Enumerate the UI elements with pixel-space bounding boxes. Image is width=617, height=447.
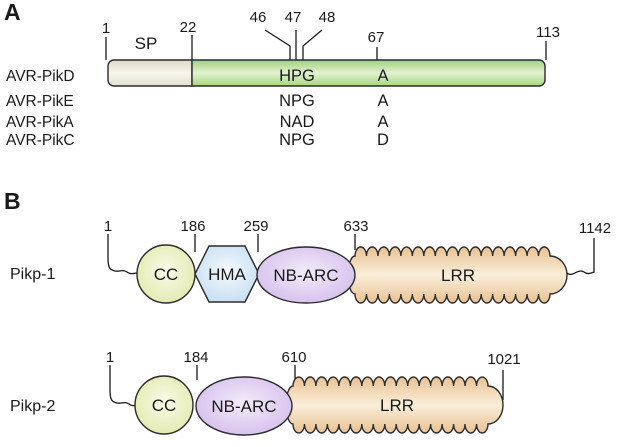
tick-1: 1	[102, 20, 110, 37]
lrr-label-pikp1: LRR	[441, 266, 475, 285]
variant-name-avr-pike: AVR-PikE	[6, 93, 74, 110]
cc-label-pikp2: CC	[152, 396, 177, 415]
tick-48: 48	[319, 9, 336, 26]
sp-domain-label: SP	[135, 34, 158, 53]
residues-46-48-avr-pikd: HPG	[279, 67, 315, 85]
pikp1-tick-259: 259	[243, 218, 268, 235]
residues-46-48-avr-pikc: NPG	[279, 131, 315, 149]
backbone-end-pikp1	[566, 238, 595, 276]
panel-a-label: A	[4, 0, 21, 25]
lrr-label-pikp2: LRR	[380, 396, 414, 415]
sp-domain-box	[107, 59, 193, 87]
tick-67: 67	[368, 29, 385, 46]
lrr-shape-pikp1	[347, 246, 568, 304]
pikp1-tick-1142: 1142	[579, 220, 611, 237]
residue-67-avr-pikc: D	[377, 131, 389, 149]
backbone-start-pikp1	[107, 234, 138, 275]
pikp2-tick-184: 184	[183, 349, 208, 366]
residues-46-48-avr-pike: NPG	[279, 92, 315, 110]
lrr-shape-pikp2	[285, 376, 504, 434]
pikp1-tick-633: 633	[343, 218, 368, 235]
pikp1-tick-1: 1	[104, 218, 112, 235]
cc-shape-pikp2	[134, 375, 194, 435]
pikp1-tick-186: 186	[180, 218, 205, 235]
panel-b-label: B	[4, 188, 21, 214]
residue-67-avr-pike: A	[377, 92, 388, 110]
tick-22: 22	[180, 19, 197, 36]
backbone-start-pikp2	[109, 365, 139, 407]
variant-name-avr-pikd: AVR-PikD	[6, 68, 75, 85]
effector-domain-box	[191, 59, 546, 87]
nbarc-shape-pikp1	[256, 246, 356, 304]
pikp2-tick-1021: 1021	[487, 351, 520, 368]
nbarc-shape-pikp2	[195, 376, 293, 436]
residue-67-avr-pikd: A	[377, 67, 388, 85]
tick-47: 47	[285, 9, 302, 26]
leader-line-46	[264, 29, 291, 60]
cc-label-pikp1: CC	[154, 265, 179, 284]
tick-113: 113	[536, 24, 560, 41]
hma-label-pikp1: HMA	[208, 265, 246, 284]
nbarc-label-pikp1: NB-ARC	[273, 266, 338, 285]
protein-name-pikp2: Pikp-2	[10, 398, 55, 415]
tick-46: 46	[250, 9, 267, 26]
leader-line-48	[302, 29, 323, 60]
variant-name-avr-pika: AVR-PikA	[6, 114, 74, 131]
variant-name-avr-pikc: AVR-PikC	[6, 132, 75, 149]
protein-name-pikp1: Pikp-1	[10, 266, 55, 283]
residues-46-48-avr-pika: NAD	[280, 113, 315, 131]
residue-67-avr-pika: A	[377, 113, 388, 131]
pikp2-tick-610: 610	[281, 349, 306, 366]
nbarc-label-pikp2: NB-ARC	[211, 397, 276, 416]
pikp2-tick-1: 1	[106, 349, 114, 366]
